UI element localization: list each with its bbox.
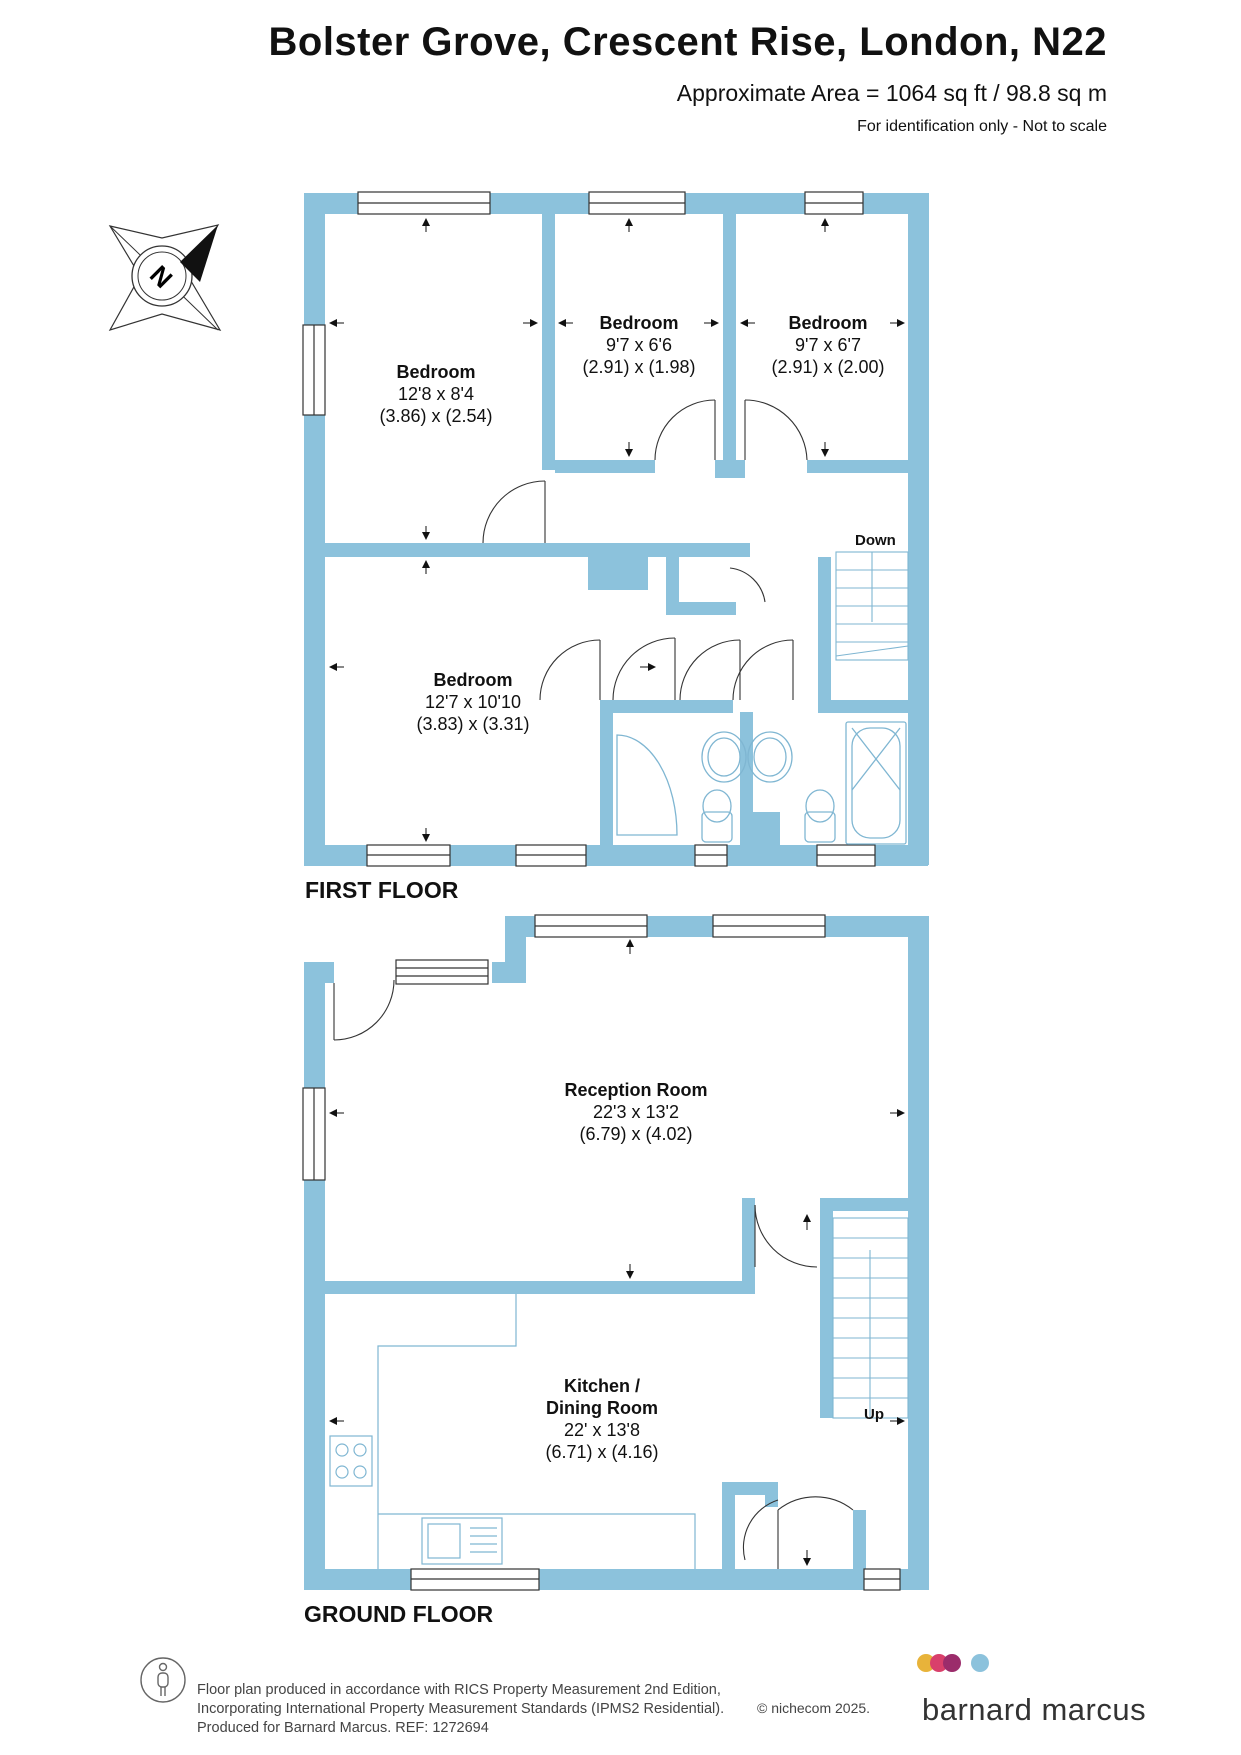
room-metric: (6.79) x (4.02) xyxy=(579,1124,693,1144)
ground-floor-dimension-arrows xyxy=(329,939,905,1566)
first-floor-doors xyxy=(482,399,808,701)
room-metric: (3.86) x (2.54) xyxy=(379,406,493,426)
ground-floor-walls xyxy=(304,916,929,1590)
room-label-reception: Reception Room 22'3 x 13'2 (6.79) x (4.0… xyxy=(564,1079,707,1145)
room-imperial: 12'7 x 10'10 xyxy=(425,692,521,712)
kitchen-worktops xyxy=(329,1294,696,1569)
room-imperial: 22'3 x 13'2 xyxy=(593,1102,679,1122)
first-floor-stairs xyxy=(835,551,909,661)
ground-floor-windows xyxy=(302,914,901,1591)
room-label-bedroom-2: Bedroom 9'7 x 6'6 (2.91) x (1.98) xyxy=(582,312,695,378)
approximate-area: Approximate Area = 1064 sq ft / 98.8 sq … xyxy=(676,80,1107,106)
room-name: Reception Room xyxy=(564,1080,708,1100)
room-imperial: 9'7 x 6'6 xyxy=(606,335,672,355)
room-metric: (3.83) x (3.31) xyxy=(416,714,530,734)
brand-dots-logo xyxy=(917,1654,989,1672)
room-label-bedroom-1: Bedroom 12'8 x 8'4 (3.86) x (2.54) xyxy=(379,361,492,427)
copyright: © nichecom 2025. xyxy=(757,1700,871,1716)
room-name: Bedroom xyxy=(396,362,476,382)
ground-floor-doors xyxy=(333,979,854,1569)
ground-floor-label: GROUND FLOOR xyxy=(304,1601,494,1627)
stairs-down-label: Down xyxy=(855,532,896,549)
first-floor-dimension-arrows xyxy=(329,218,905,842)
footer-disclaimer: Floor plan produced in accordance with R… xyxy=(197,1681,724,1738)
room-name-line2: Dining Room xyxy=(546,1398,658,1418)
room-metric: (2.91) x (1.98) xyxy=(582,357,696,377)
compass-north-icon: N xyxy=(108,224,222,332)
room-metric: (2.91) x (2.00) xyxy=(771,357,885,377)
ground-floor-stairs xyxy=(832,1217,909,1419)
brand-name: barnard marcus xyxy=(922,1692,1147,1727)
first-floor-label: FIRST FLOOR xyxy=(305,877,459,903)
footer-line-3: Produced for Barnard Marcus. REF: 127269… xyxy=(197,1720,489,1736)
room-label-kitchen-dining: Kitchen / Dining Room 22' x 13'8 (6.71) … xyxy=(545,1375,658,1463)
room-name: Bedroom xyxy=(433,670,513,690)
page-title: Bolster Grove, Crescent Rise, London, N2… xyxy=(268,20,1107,64)
room-name: Bedroom xyxy=(599,313,679,333)
room-name: Bedroom xyxy=(788,313,868,333)
room-metric: (6.71) x (4.16) xyxy=(545,1442,659,1462)
first-floor-bathroom-fixtures xyxy=(616,721,907,845)
room-imperial: 12'8 x 8'4 xyxy=(398,384,474,404)
footer-line-1: Floor plan produced in accordance with R… xyxy=(197,1682,721,1698)
identification-note: For identification only - Not to scale xyxy=(857,118,1107,135)
first-floor-windows xyxy=(302,191,876,867)
room-label-bedroom-4: Bedroom 12'7 x 10'10 (3.83) x (3.31) xyxy=(416,669,529,735)
footer-line-2: Incorporating International Property Mea… xyxy=(197,1701,725,1717)
room-imperial: 9'7 x 6'7 xyxy=(795,335,861,355)
accessibility-person-icon xyxy=(140,1657,186,1703)
room-label-bedroom-3: Bedroom 9'7 x 6'7 (2.91) x (2.00) xyxy=(771,312,884,378)
room-name: Kitchen / xyxy=(563,1376,641,1396)
room-imperial: 22' x 13'8 xyxy=(564,1420,640,1440)
stairs-up-label: Up xyxy=(864,1406,884,1423)
